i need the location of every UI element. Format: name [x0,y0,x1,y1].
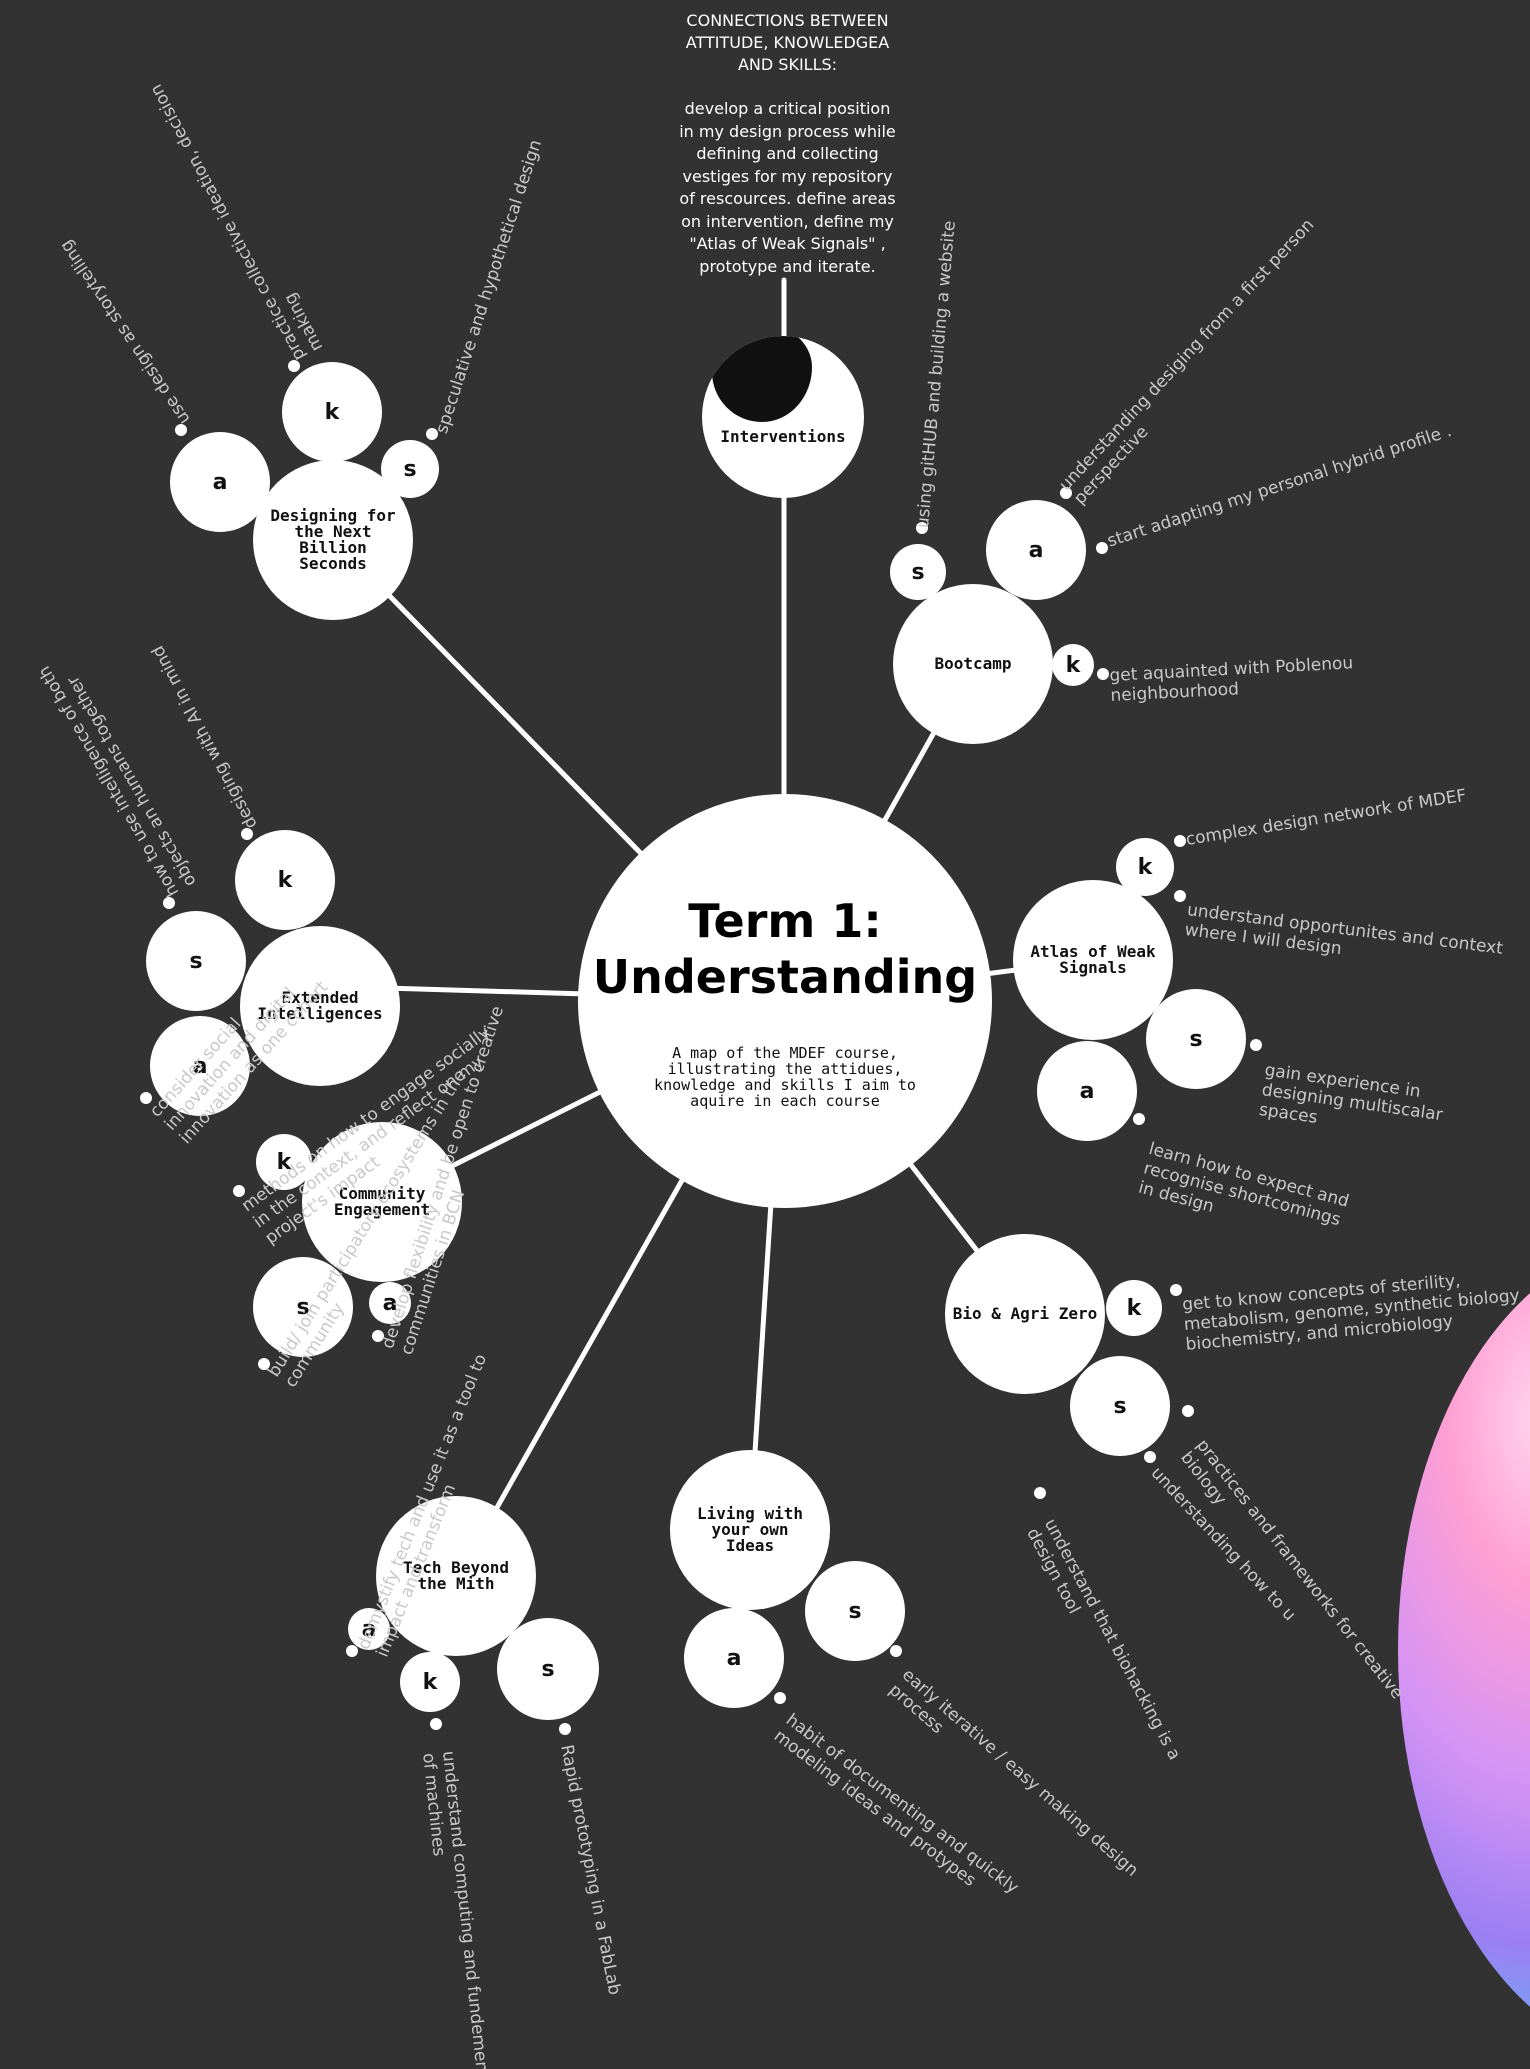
node-atlas[interactable]: Atlas of Weak Signals [1013,880,1173,1040]
note-dot [140,1092,152,1104]
extended-satellite-k[interactable]: k [235,830,335,930]
extended-satellite-a-label: a [192,1053,208,1079]
hub-title-line2: Understanding [592,950,978,1004]
node-design-studio-label: Interventions [720,427,846,446]
note-dot [288,360,300,372]
note-dot [559,1723,571,1735]
note-dot [890,1645,902,1657]
atlas-satellite-k-label: k [1137,854,1153,880]
tech-satellite-a[interactable]: a [348,1608,390,1650]
living-satellite-a-label: a [726,1645,742,1671]
designing-satellite-k-label: k [324,399,340,425]
redaction-blob [712,336,812,422]
node-design-studio[interactable]: Interventions [702,336,864,498]
tech-satellite-k[interactable]: k [400,1652,460,1712]
note-dot [258,1358,270,1370]
note-dot [1182,1405,1194,1417]
living-satellite-s-label: s [848,1598,862,1624]
node-bootcamp-label: Bootcamp [934,654,1012,673]
node-tech[interactable]: Tech Beyond the Mith [376,1496,536,1656]
node-extended[interactable]: Extended Intelligences [240,926,400,1086]
extended-satellite-s[interactable]: s [146,911,246,1011]
living-satellite-a[interactable]: a [684,1608,784,1708]
note-dot [346,1645,358,1657]
node-living-label: Living with your own Ideas [697,1504,803,1555]
page-title: CONNECTIONS BETWEEN ATTITUDE, KNOWLEDGEA… [685,11,890,74]
node-bootcamp[interactable]: Bootcamp [893,584,1053,744]
bootcamp-satellite-s-label: s [911,559,925,585]
note-dot [774,1692,786,1704]
extended-satellite-a[interactable]: a [150,1016,250,1116]
node-extended-label: Extended Intelligences [257,988,383,1023]
node-designing-label: Designing for the Next Billion Seconds [270,506,396,573]
atlas-satellite-k[interactable]: k [1116,838,1174,896]
extended-satellite-k-label: k [277,867,293,893]
tech-satellite-s-label: s [541,1656,555,1682]
bio-satellite-s-label: s [1113,1393,1127,1419]
bio-satellite-k[interactable]: k [1106,1280,1162,1336]
node-tech-label: Tech Beyond the Mith [403,1558,509,1593]
community-satellite-k[interactable]: k [256,1134,312,1190]
atlas-satellite-s-label: s [1189,1026,1203,1052]
note-dot [1174,835,1186,847]
community-satellite-s-label: s [296,1294,310,1320]
note-dot [426,428,438,440]
bio-satellite-k-label: k [1126,1295,1142,1321]
community-satellite-a[interactable]: a [369,1282,411,1324]
node-community-label: Community Engagement [333,1184,431,1219]
atlas-satellite-s[interactable]: s [1146,989,1246,1089]
node-atlas-label: Atlas of Weak Signals [1030,942,1156,977]
note-dot [1250,1039,1262,1051]
intro-text: develop a critical position in my design… [679,99,896,276]
hub-circle[interactable]: Term 1: Understanding A map of the MDEF … [578,794,992,1208]
community-satellite-s[interactable]: s [253,1257,353,1357]
designing-satellite-k[interactable]: k [282,362,382,462]
community-satellite-a-label: a [382,1290,398,1316]
designing-satellite-a[interactable]: a [170,432,270,532]
note-dot [372,1330,384,1342]
note-dot [1060,487,1072,499]
note-dot [1096,542,1108,554]
note-dot [241,828,253,840]
node-bio[interactable]: Bio & Agri Zero [945,1234,1105,1394]
note-dot [1034,1487,1046,1499]
tech-satellite-k-label: k [422,1669,438,1695]
note-dot [1174,890,1186,902]
note-dot [1097,668,1109,680]
note-dot [163,897,175,909]
atlas-satellite-a[interactable]: a [1037,1041,1137,1141]
hub-title-line1: Term 1: [688,894,882,948]
bootcamp-satellite-k-label: k [1065,652,1081,678]
note-dot [430,1718,442,1730]
living-satellite-s[interactable]: s [805,1561,905,1661]
node-bio-label: Bio & Agri Zero [952,1304,1098,1323]
atlas-satellite-a-label: a [1079,1078,1095,1104]
bootcamp-satellite-a-label: a [1028,537,1044,563]
hub-description: A map of the MDEF course, illustrating t… [654,1044,916,1110]
note-dot [1133,1113,1145,1125]
node-living[interactable]: Living with your own Ideas [670,1450,830,1610]
note-dot [1170,1284,1182,1296]
bootcamp-satellite-s[interactable]: s [890,544,946,600]
bio-satellite-s[interactable]: s [1070,1356,1170,1456]
designing-satellite-a-label: a [212,469,228,495]
bootcamp-satellite-k[interactable]: k [1052,644,1094,686]
designing-satellite-s-label: s [403,456,417,482]
note-dot [916,522,928,534]
note-dot [175,424,187,436]
note-dot [233,1185,245,1197]
bootcamp-satellite-a[interactable]: a [986,500,1086,600]
note-dot [1144,1451,1156,1463]
tech-satellite-s[interactable]: s [497,1618,599,1720]
community-satellite-k-label: k [276,1149,292,1175]
designing-satellite-s[interactable]: s [381,440,439,498]
extended-satellite-s-label: s [189,948,203,974]
node-community[interactable]: Community Engagement [302,1122,462,1282]
tech-satellite-a-label: a [361,1616,377,1642]
